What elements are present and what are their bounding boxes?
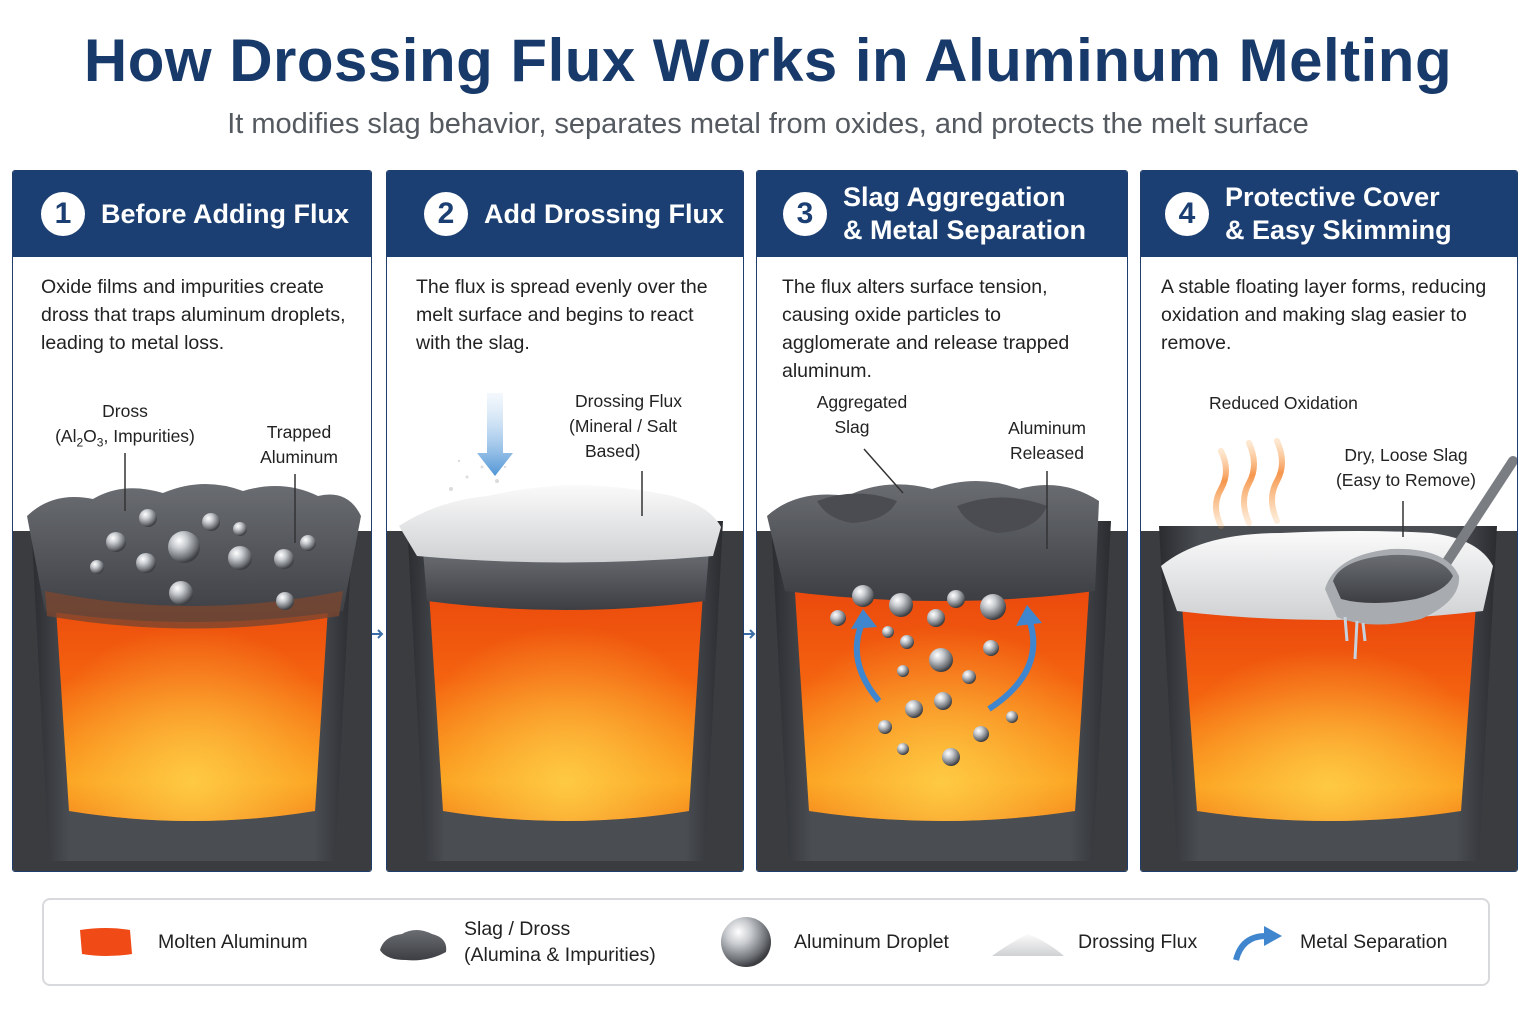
step-panel-3: 3 Slag Aggregation & Metal Separation Th… [756,170,1128,872]
step-4-callout-reduced: Reduced Oxidation [1209,393,1358,413]
connector-arrow-1 [372,629,384,639]
step-4-title-line1: Protective Cover [1225,182,1440,212]
step-4-number: 4 [1165,192,1209,236]
step-4-description: A stable floating layer forms, reducing … [1161,276,1487,354]
step-1-number: 1 [41,192,85,236]
flux-layer-2 [399,485,721,563]
step-2-callout-flux: Drossing Flux (Mineral / Salt Based) [569,391,682,461]
step-3-header: 3 Slag Aggregation & Metal Separation [757,171,1127,257]
crucible-3-illustration [757,448,1127,871]
flux-powder-icon [992,934,1064,956]
legend-item-separation: Metal Separation [1230,900,1447,984]
step-2-header: 2 Add Drossing Flux [387,171,743,257]
step-4-title: Protective Cover & Easy Skimming [1225,171,1507,257]
legend-item-slag: Slag / Dross (Alumina & Impurities) [376,900,656,984]
curved-arrow-icon [1233,926,1282,961]
molten-swatch-icon [80,928,132,956]
step-2-description: The flux is spread evenly over the melt … [416,276,708,354]
released-droplets-3 [830,585,1018,766]
step-2-title-line1: Add Drossing Flux [484,198,725,229]
step-4-header: 4 Protective Cover & Easy Skimming [1141,171,1517,257]
slag-layer-2 [423,551,709,610]
page-subtitle: It modifies slag behavior, separates met… [227,108,1309,140]
down-arrow-icon [477,393,513,476]
crucible-1-illustration [13,453,371,871]
step-3-title-line2: & Metal Separation [843,215,1087,245]
step-3-callout-aggregated: Aggregated Slag [816,392,908,437]
heat-wave-icon [1213,438,1285,529]
step-1-callout-dross: Dross (Al2O3, Impurities) [55,401,195,450]
metal-separation-arrows-3 [851,605,1042,712]
step-panel-4: 4 Protective Cover & Easy Skimming A sta… [1140,170,1518,872]
droplet-sphere-icon [721,917,771,967]
legend: Molten Aluminum Slag / Dross (Alumina & … [42,898,1490,986]
legend-item-droplet: Aluminum Droplet [718,900,949,984]
step-1-title-line1: Before Adding Flux [101,198,349,229]
page-title: How Drossing Flux Works in Aluminum Melt… [83,27,1453,94]
step-3-title: Slag Aggregation & Metal Separation [843,171,1117,257]
legend-item-molten: Molten Aluminum [76,900,308,984]
step-3-callout-released: Aluminum Released [1008,418,1086,463]
crucible-4-illustration [1141,438,1517,871]
step-1-title: Before Adding Flux [101,171,361,257]
trapped-droplets-1 [90,509,316,610]
crucible-2-illustration [387,393,743,871]
flux-particles-2 [449,459,507,491]
legend-item-flux: Drossing Flux [988,900,1197,984]
step-3-number: 3 [783,192,827,236]
slag-rock-icon [380,930,447,961]
skimming-ladle-icon [1325,456,1517,660]
step-2-title: Add Drossing Flux [484,171,733,257]
step-1-description: Oxide films and impurities create dross … [41,276,346,354]
connector-arrow-2 [744,629,756,639]
step-1-callout-trapped: Trapped Aluminum [260,422,338,467]
step-panel-2: 2 Add Drossing Flux The flux is spread e… [386,170,744,872]
step-4-callout-dry-slag: Dry, Loose Slag (Easy to Remove) [1335,445,1477,490]
step-1-header: 1 Before Adding Flux [13,171,371,257]
aggregated-slag-3 [767,481,1099,601]
step-4-title-line2: & Easy Skimming [1225,215,1452,245]
step-2-number: 2 [424,192,468,236]
step-3-title-line1: Slag Aggregation [843,182,1066,212]
step-3-description: The flux alters surface tension, causing… [782,276,1070,382]
step-panel-1: 1 Before Adding Flux Oxide films and imp… [12,170,372,872]
